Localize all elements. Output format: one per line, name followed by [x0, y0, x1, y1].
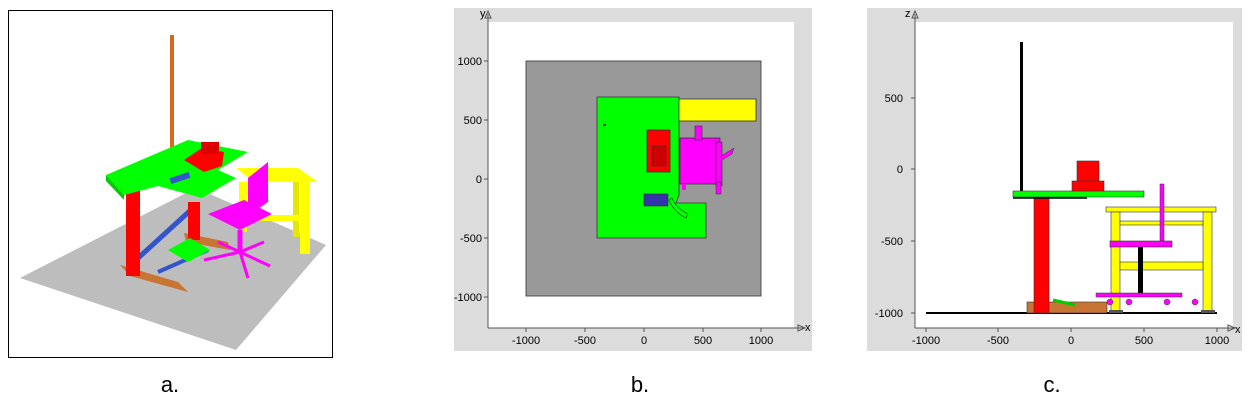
lamp-pole — [1020, 42, 1023, 197]
chair-leg — [203, 250, 241, 262]
monitor-top — [201, 142, 219, 154]
panel-b-plot: y x 1000 500 0 -500 -1000 -1000 -500 0 5… — [454, 8, 812, 351]
caption-b: b. — [630, 372, 650, 397]
footrest — [1052, 298, 1076, 307]
side-table-leg — [293, 182, 299, 237]
footrest — [168, 238, 210, 262]
chair-back — [715, 141, 723, 187]
support-bar — [134, 206, 195, 262]
side-table-leg — [300, 182, 310, 254]
panel-b: y x 1000 500 0 -500 -1000 -1000 -500 0 5… — [454, 8, 812, 351]
footrest — [668, 197, 689, 219]
x-tick-label: 0 — [641, 335, 647, 347]
x-tick-label: -1000 — [512, 335, 540, 347]
panel-a-render — [8, 10, 333, 358]
monitor-stand — [1071, 180, 1105, 192]
chair-wheel — [1125, 298, 1133, 306]
lamp-pole — [170, 35, 174, 155]
lamp-base — [603, 124, 606, 126]
panel-c: z x 500 0 -500 -1000 -1000 -500 0 500 10… — [867, 8, 1242, 351]
z-tick-label: 0 — [897, 164, 903, 176]
y-tick-label: -1000 — [454, 292, 482, 304]
chair-back — [1159, 183, 1165, 245]
x-tick-label: 0 — [1068, 335, 1074, 347]
chair-leg — [682, 184, 686, 190]
chair-leg — [239, 240, 265, 254]
chair-wheel — [1163, 298, 1171, 306]
x-tick-label: 1000 — [1205, 335, 1229, 347]
x-axis-label: x — [805, 322, 811, 334]
side-table-rail — [247, 215, 302, 221]
chair-seat — [1109, 240, 1173, 248]
y-tick-label: 500 — [464, 115, 482, 127]
x-tick-label: -500 — [987, 335, 1009, 347]
y-tick-label: -500 — [460, 233, 482, 245]
desk-leg — [1033, 196, 1050, 314]
x-tick-label: -500 — [574, 335, 596, 347]
monitor — [1076, 160, 1100, 184]
z-axis-label: z — [905, 8, 911, 20]
y-axis-label: y — [480, 8, 486, 20]
desk-leg-right — [188, 202, 200, 240]
chair-seat — [679, 137, 721, 185]
chair-leg — [720, 147, 735, 161]
chair-wheel — [1106, 298, 1114, 306]
x-tick-label: 500 — [1135, 335, 1153, 347]
chair-leg — [239, 250, 271, 268]
keyboard — [643, 193, 669, 207]
x-axis-label: x — [1235, 324, 1241, 336]
panel-a — [8, 10, 333, 358]
chair-seat — [208, 200, 272, 230]
z-tick-label: -1000 — [875, 308, 903, 320]
side-table — [675, 98, 757, 122]
side-table-rail — [1119, 261, 1204, 271]
chair-leg — [715, 181, 722, 195]
side-table-foot — [1201, 310, 1215, 313]
caption-a: a. — [160, 372, 180, 397]
chair-leg — [217, 240, 241, 254]
desk-top-edge — [106, 175, 124, 200]
side-table-foot — [1109, 310, 1123, 313]
z-tick-label: 500 — [885, 93, 903, 105]
x-tick-label: -1000 — [912, 335, 940, 347]
y-tick-label: 1000 — [458, 56, 482, 68]
y-tick-label: 0 — [476, 174, 482, 186]
panel-c-plot: z x 500 0 -500 -1000 -1000 -500 0 500 10… — [867, 8, 1242, 351]
desk-top — [1012, 190, 1145, 198]
caption-c: c. — [1043, 372, 1061, 397]
x-tick-label: 1000 — [749, 335, 773, 347]
chair-base — [1095, 292, 1183, 298]
side-table-leg — [1202, 211, 1213, 312]
chair-wheel — [1191, 298, 1199, 306]
chair-post — [1138, 247, 1143, 295]
monitor-inner — [651, 145, 667, 167]
chair-arm — [694, 125, 703, 141]
desk-leg-left — [126, 190, 140, 276]
chair-back — [248, 162, 268, 216]
keyboard — [169, 172, 191, 184]
x-tick-label: 500 — [694, 335, 712, 347]
z-tick-label: -500 — [881, 236, 903, 248]
chair-leg — [238, 251, 250, 279]
floor-plane — [20, 188, 326, 350]
